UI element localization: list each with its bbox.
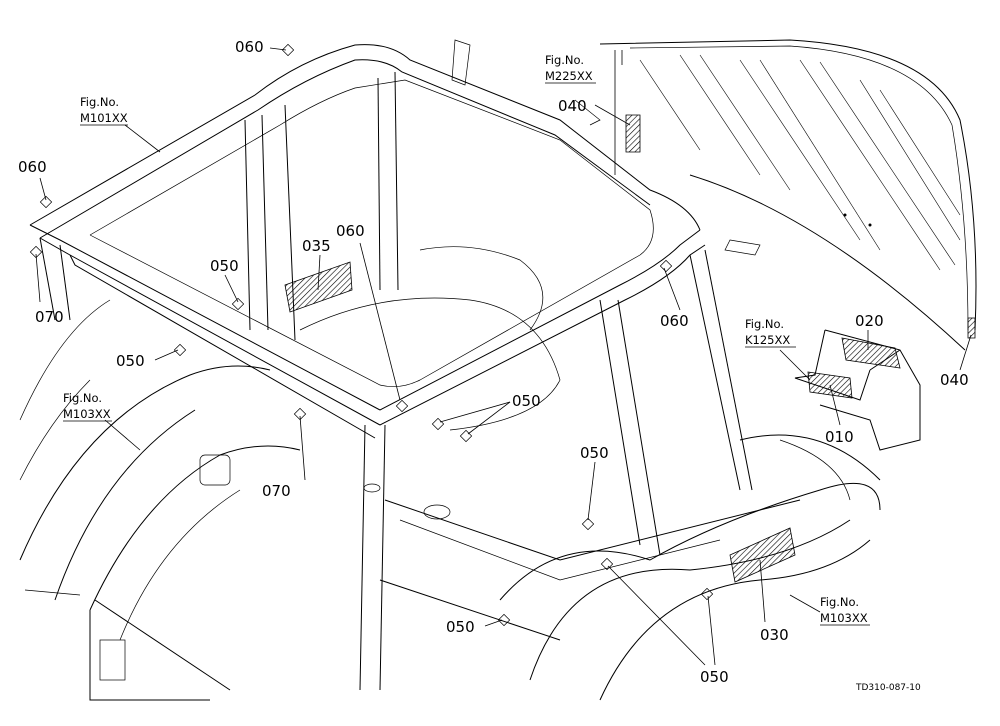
label-030: 030: [760, 626, 789, 644]
svg-text:K125XX: K125XX: [745, 333, 790, 347]
svg-text:Fig.No.: Fig.No.: [80, 95, 119, 109]
fig-ref-m103-right: Fig.No. M103XX: [820, 595, 870, 626]
rear-glass: [599, 39, 977, 351]
label-060-top: 060: [235, 38, 264, 56]
label-035: 035: [302, 237, 331, 255]
label-040-right: 040: [940, 371, 969, 389]
label-040-top: 040: [558, 97, 587, 115]
label-050-a: 050: [210, 257, 239, 275]
label-050-b: 050: [116, 352, 145, 370]
svg-text:M101XX: M101XX: [80, 111, 128, 125]
decal-030: [729, 527, 796, 583]
label-050-e: 050: [446, 618, 475, 636]
svg-text:M103XX: M103XX: [820, 611, 868, 625]
svg-text:Fig.No.: Fig.No.: [63, 391, 102, 405]
fig-ref-m103-left: Fig.No. M103XX: [63, 391, 112, 422]
label-070-mid: 070: [262, 482, 291, 500]
label-020: 020: [855, 312, 884, 330]
fig-ref-m225: Fig.No. M225XX: [545, 53, 596, 84]
label-060-left: 060: [18, 158, 47, 176]
leader-lines: [35, 47, 972, 666]
decal-020: [841, 337, 901, 369]
label-050-d: 050: [580, 444, 609, 462]
fig-ref-k125: Fig.No. K125XX: [745, 317, 796, 348]
part-number-labels: 060 060 060 060 070 070 050 050 050 050 …: [18, 38, 969, 686]
label-010: 010: [825, 428, 854, 446]
svg-text:Fig.No.: Fig.No.: [820, 595, 859, 609]
label-060-right: 060: [660, 312, 689, 330]
svg-text:Fig.No.: Fig.No.: [745, 317, 784, 331]
decal-040-right: [967, 317, 976, 339]
figure-references: Fig.No. M101XX Fig.No. M225XX Fig.No. K1…: [63, 53, 870, 626]
fig-ref-m101: Fig.No. M101XX: [80, 95, 128, 126]
roof-frame: [19, 39, 921, 701]
drawing-code: TD310-087-10: [855, 683, 921, 693]
label-050-f: 050: [700, 668, 729, 686]
svg-text:M103XX: M103XX: [63, 407, 111, 421]
label-050-c: 050: [512, 392, 541, 410]
decal-040-top: [625, 114, 641, 153]
label-060-mid: 060: [336, 222, 365, 240]
svg-text:M225XX: M225XX: [545, 69, 593, 83]
label-070-left: 070: [35, 308, 64, 326]
svg-text:Fig.No.: Fig.No.: [545, 53, 584, 67]
decals: [284, 114, 976, 583]
small-labels: [29, 43, 714, 627]
